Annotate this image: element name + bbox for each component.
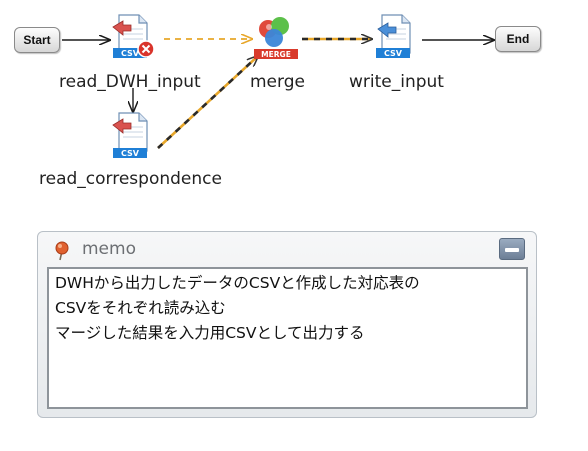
memo-panel[interactable]: memo DWHから出力したデータのCSVと作成した対応表の CSVをそれぞれ読…: [37, 231, 537, 418]
start-label: Start: [23, 33, 51, 47]
read-correspondence-label[interactable]: read_correspondence: [39, 169, 222, 189]
end-node[interactable]: End: [495, 26, 541, 52]
read-dwh-input-label[interactable]: read_DWH_input: [59, 72, 201, 92]
write-input-icon[interactable]: CSV: [376, 14, 411, 58]
memo-line: マージした結果を入力用CSVとして出力する: [55, 324, 365, 342]
end-label: End: [506, 32, 530, 46]
read-corr-badge: CSV: [121, 149, 140, 158]
write-input-label[interactable]: write_input: [349, 72, 444, 92]
memo-line: CSVをそれぞれ読み込む: [55, 299, 226, 317]
merge-icon[interactable]: MERGE: [254, 17, 298, 59]
memo-line: DWHから出力したデータのCSVと作成した対応表の: [55, 274, 420, 292]
merge-label[interactable]: merge: [250, 72, 305, 92]
read-dwh-input-icon[interactable]: CSV: [112, 14, 155, 58]
read-correspondence-icon[interactable]: CSV: [112, 112, 148, 158]
memo-title: memo: [82, 239, 136, 259]
memo-header[interactable]: memo: [38, 232, 536, 266]
merge-badge: MERGE: [261, 50, 291, 59]
write-input-badge: CSV: [384, 49, 403, 58]
memo-text-area[interactable]: DWHから出力したデータのCSVと作成した対応表の CSVをそれぞれ読み込む マ…: [47, 267, 528, 409]
read-dwh-badge: CSV: [121, 49, 140, 58]
flow-read-corr-to-merge[interactable]: [157, 56, 258, 149]
minimize-button[interactable]: [499, 238, 525, 260]
start-node[interactable]: Start: [14, 27, 60, 53]
pin-icon: [55, 241, 69, 261]
minimize-icon: [505, 248, 519, 252]
